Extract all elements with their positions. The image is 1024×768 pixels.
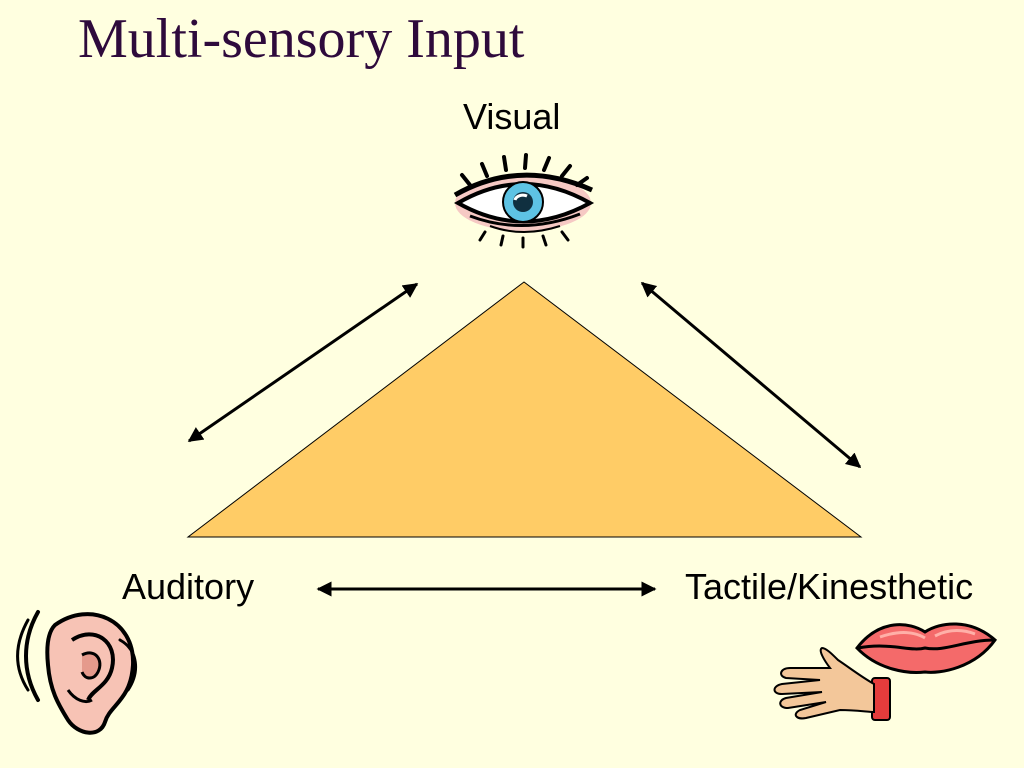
ear-icon bbox=[16, 610, 138, 735]
visual-label: Visual bbox=[463, 96, 561, 137]
lips-icon bbox=[855, 622, 998, 674]
central-triangle bbox=[186, 281, 863, 538]
tactile-kinesthetic-label: Tactile/Kinesthetic bbox=[685, 566, 974, 607]
auditory-label: Auditory bbox=[122, 566, 255, 607]
eye-icon bbox=[453, 153, 595, 249]
slide-title: Multi-sensory Input bbox=[78, 8, 525, 70]
arrow-visual-auditory bbox=[187, 282, 419, 443]
arrow-visual-tactile bbox=[640, 281, 862, 469]
hand-icon bbox=[773, 646, 891, 721]
